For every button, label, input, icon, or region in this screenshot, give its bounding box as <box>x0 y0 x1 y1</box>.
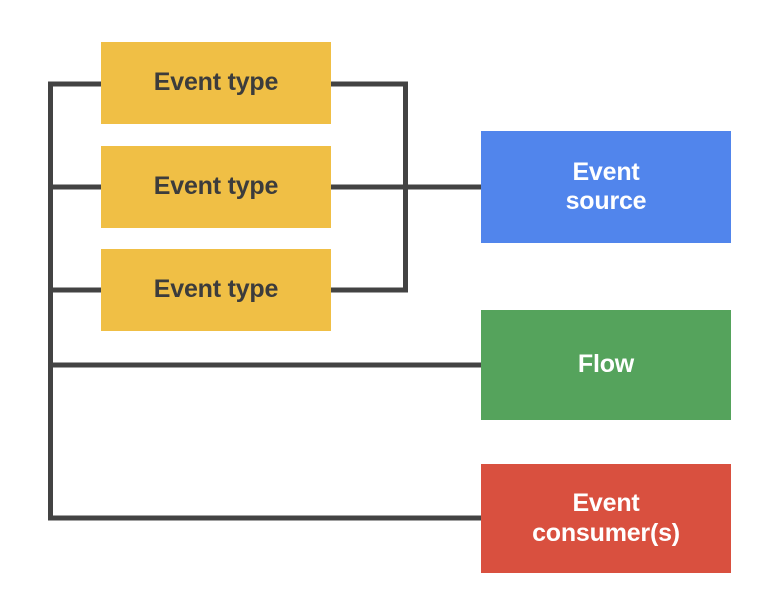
node-event-type-2-label: Event type <box>153 172 279 201</box>
node-event-source[interactable]: Event source <box>481 131 731 243</box>
node-event-type-1-label: Event type <box>153 68 279 97</box>
node-event-type-3-label: Event type <box>153 275 279 304</box>
node-flow-label: Flow <box>577 350 635 379</box>
node-event-consumers-label: Event consumer(s) <box>532 489 680 547</box>
node-event-type-1[interactable]: Event type <box>101 42 331 124</box>
node-event-type-2[interactable]: Event type <box>101 146 331 228</box>
node-event-consumers[interactable]: Event consumer(s) <box>481 464 731 573</box>
node-event-type-3[interactable]: Event type <box>101 249 331 331</box>
node-flow[interactable]: Flow <box>481 310 731 420</box>
node-event-source-label: Event source <box>565 157 647 216</box>
